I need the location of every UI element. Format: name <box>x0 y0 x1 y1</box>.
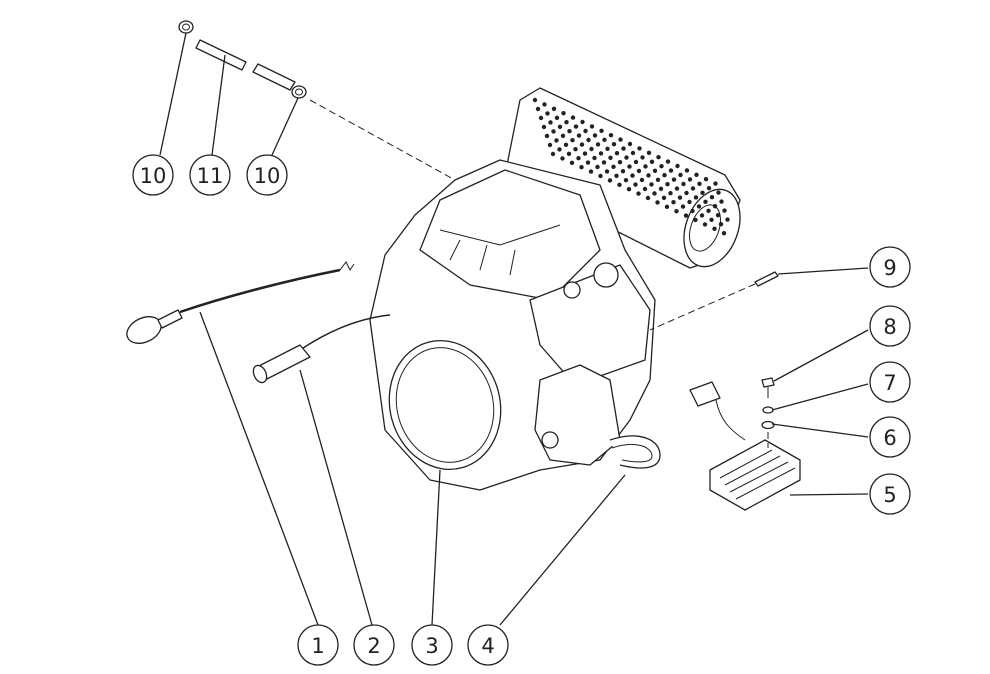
callout-9: 9 <box>869 246 911 288</box>
callout-label: 8 <box>883 315 896 339</box>
callout-2: 2 <box>353 624 395 666</box>
callout-4: 4 <box>467 624 509 666</box>
callout-label: 10 <box>140 164 167 188</box>
callout-10-left: 10 <box>132 154 174 196</box>
callout-3: 3 <box>411 624 453 666</box>
callout-10-right: 10 <box>246 154 288 196</box>
cable-knob <box>126 316 162 344</box>
hose-assembly <box>178 20 307 99</box>
pin <box>754 271 779 287</box>
pin-routing-line <box>649 283 756 331</box>
muffler-screen <box>504 87 741 269</box>
regulator-plug <box>689 381 721 407</box>
hose-clamp-bottom <box>291 85 307 99</box>
engine <box>369 159 656 491</box>
screen-perforation <box>532 97 730 236</box>
callout-label: 3 <box>425 634 438 658</box>
callout-label: 5 <box>883 483 896 507</box>
hose-clamp-top <box>178 20 194 34</box>
callout-label: 1 <box>311 634 324 658</box>
callout-label: 9 <box>883 256 896 280</box>
callout-label: 7 <box>883 371 896 395</box>
lock-washer <box>762 406 774 414</box>
callout-label: 11 <box>197 164 224 188</box>
callout-7: 7 <box>869 361 911 403</box>
callout-label: 2 <box>367 634 380 658</box>
flat-washer <box>761 420 775 430</box>
throttle-cable <box>126 261 355 344</box>
hose-routing-line <box>309 99 456 181</box>
choke-cable <box>252 314 391 384</box>
flywheel-cover <box>388 339 502 471</box>
callout-label: 6 <box>883 426 896 450</box>
hose-section-b <box>252 63 296 91</box>
callout-1: 1 <box>297 624 339 666</box>
rectifier-regulator <box>689 381 801 511</box>
callout-label: 10 <box>254 164 281 188</box>
callout-5: 5 <box>869 473 911 515</box>
mounting-screw <box>761 377 775 388</box>
callout-label: 4 <box>481 634 494 658</box>
leader-lines <box>159 32 869 626</box>
wiring-harness <box>609 435 661 469</box>
callout-8: 8 <box>869 305 911 347</box>
callout-11: 11 <box>189 154 231 196</box>
callout-6: 6 <box>869 416 911 458</box>
hose-section-a <box>195 39 247 71</box>
